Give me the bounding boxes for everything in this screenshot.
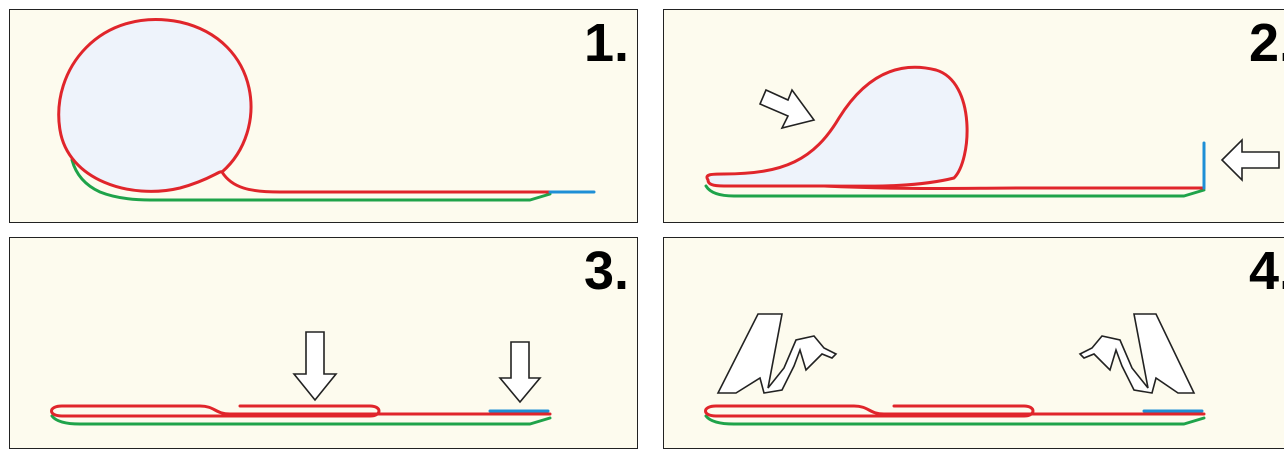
step-number: 1. (583, 13, 629, 73)
step-3-diagram (50, 331, 552, 426)
step-3-panel: 3. (9, 237, 638, 449)
zigzag-fold-icon (1078, 313, 1196, 394)
step-number: 4. (1248, 241, 1284, 301)
arrow-right-down-icon (758, 88, 816, 130)
bottom-layer (70, 158, 552, 202)
bottom-layer (50, 414, 552, 426)
arrow-left-icon (1220, 138, 1280, 182)
deflating-bubble (705, 65, 969, 188)
step-1-diagram (57, 18, 596, 202)
top-layer (220, 170, 552, 194)
step-2-panel: 2. (663, 9, 1284, 223)
arrow-down-icon (292, 331, 338, 402)
step-number: 3. (583, 241, 629, 301)
bottom-layer (704, 414, 1206, 426)
bottom-layer (704, 184, 1206, 198)
inflated-bubble (57, 18, 253, 193)
step-number: 2. (1248, 13, 1284, 73)
step-2-diagram (704, 65, 1280, 198)
zigzag-fold-icon (716, 313, 838, 394)
folded-top-layer (50, 404, 552, 418)
step-4-diagram (704, 313, 1206, 426)
arrow-down-icon (498, 341, 542, 404)
folded-top-layer (704, 404, 1206, 418)
step-4-panel: 4. (663, 237, 1284, 449)
step-1-panel: 1. (9, 9, 638, 223)
top-layer (822, 184, 1206, 190)
